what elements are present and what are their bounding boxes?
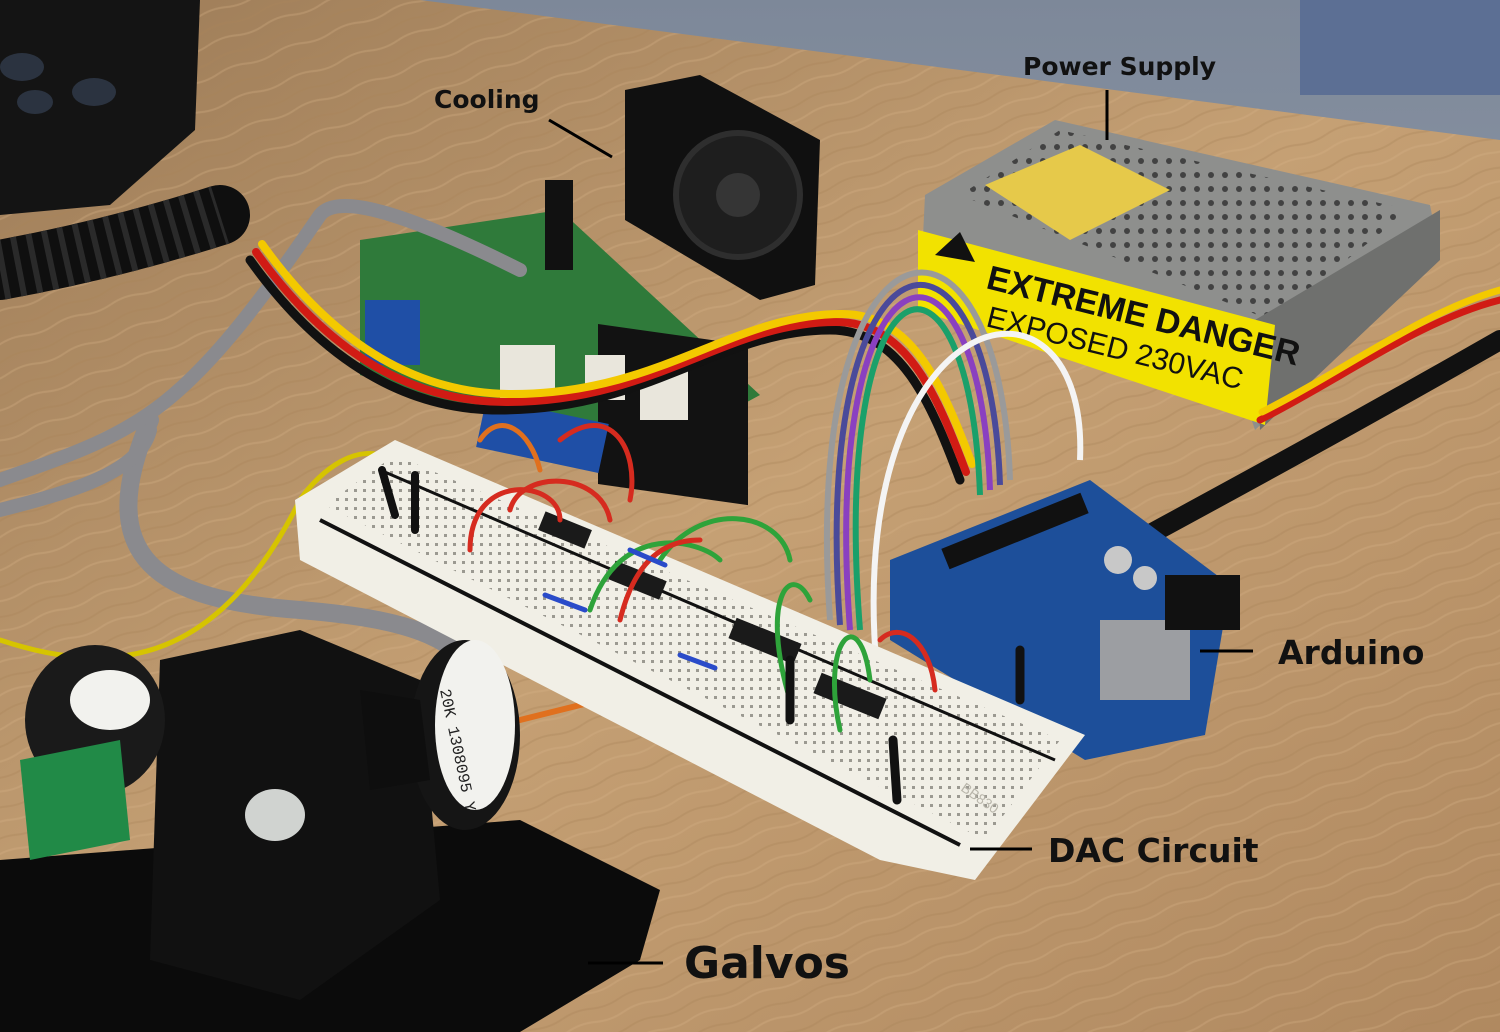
- label-power-supply: Power Supply: [1023, 52, 1217, 81]
- label-galvos: Galvos: [684, 938, 850, 989]
- label-cooling: Cooling: [434, 85, 540, 114]
- galvo-scanners: 20K 1308095 Y: [0, 630, 660, 1032]
- cables: [0, 199, 1500, 723]
- phone-keypad: [0, 0, 200, 215]
- label-dac-circuit: DAC Circuit: [1048, 831, 1259, 870]
- callout-leaders: [548, 90, 1253, 965]
- cooling-fan: [625, 75, 820, 300]
- coiled-cord: [0, 185, 250, 300]
- breadboard-jumpers: [378, 423, 1025, 805]
- label-arduino: Arduino: [1278, 633, 1425, 672]
- leader-cooling: [548, 118, 613, 159]
- psu-warning-label: [918, 230, 1275, 425]
- jumper-wire-loop: [823, 269, 1084, 701]
